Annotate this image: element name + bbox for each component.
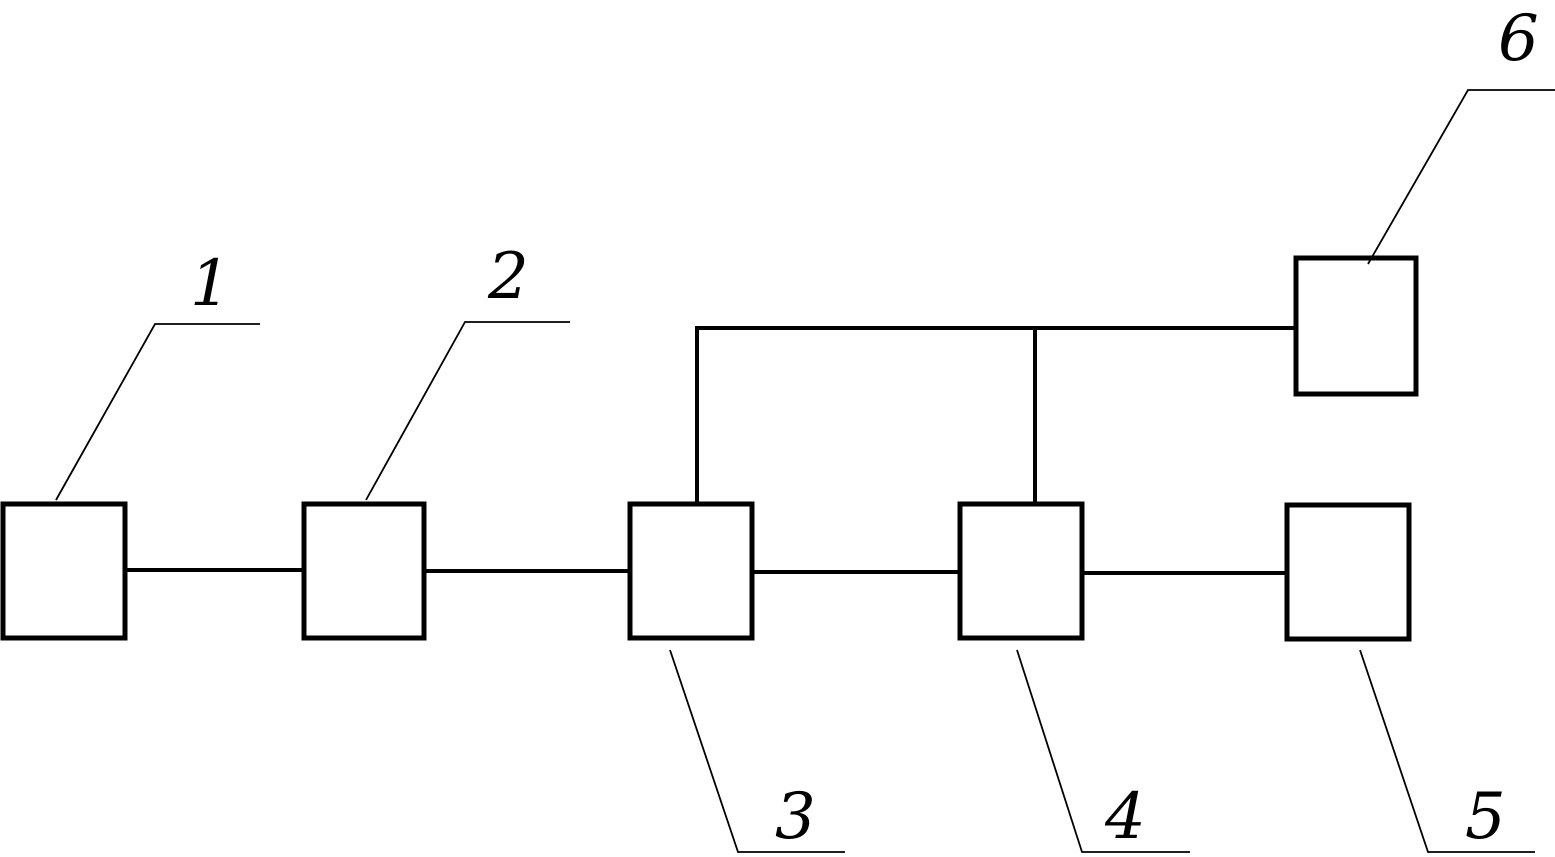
label-1: 1 <box>190 247 231 321</box>
leaders <box>55 89 1555 853</box>
block-2 <box>301 501 427 641</box>
label-4: 4 <box>1104 780 1146 854</box>
leader-2 <box>365 321 570 501</box>
label-6: 6 <box>1498 2 1539 76</box>
block-1 <box>0 501 128 641</box>
leader-4 <box>1016 649 1190 853</box>
leader-5 <box>1359 649 1535 853</box>
block-3 <box>627 501 755 641</box>
label-2: 2 <box>487 240 529 314</box>
connections <box>123 326 1298 575</box>
block-6 <box>1293 255 1419 397</box>
labels: 1 2 3 4 5 6 <box>190 2 1539 854</box>
blocks <box>0 255 1419 642</box>
leader-1 <box>55 323 260 501</box>
wire-3-6 <box>695 326 1298 507</box>
block-4 <box>957 501 1085 641</box>
label-5: 5 <box>1465 780 1506 854</box>
block-5 <box>1284 502 1412 642</box>
leader-3 <box>669 649 845 853</box>
leader-6 <box>1367 89 1555 265</box>
label-3: 3 <box>775 780 816 854</box>
